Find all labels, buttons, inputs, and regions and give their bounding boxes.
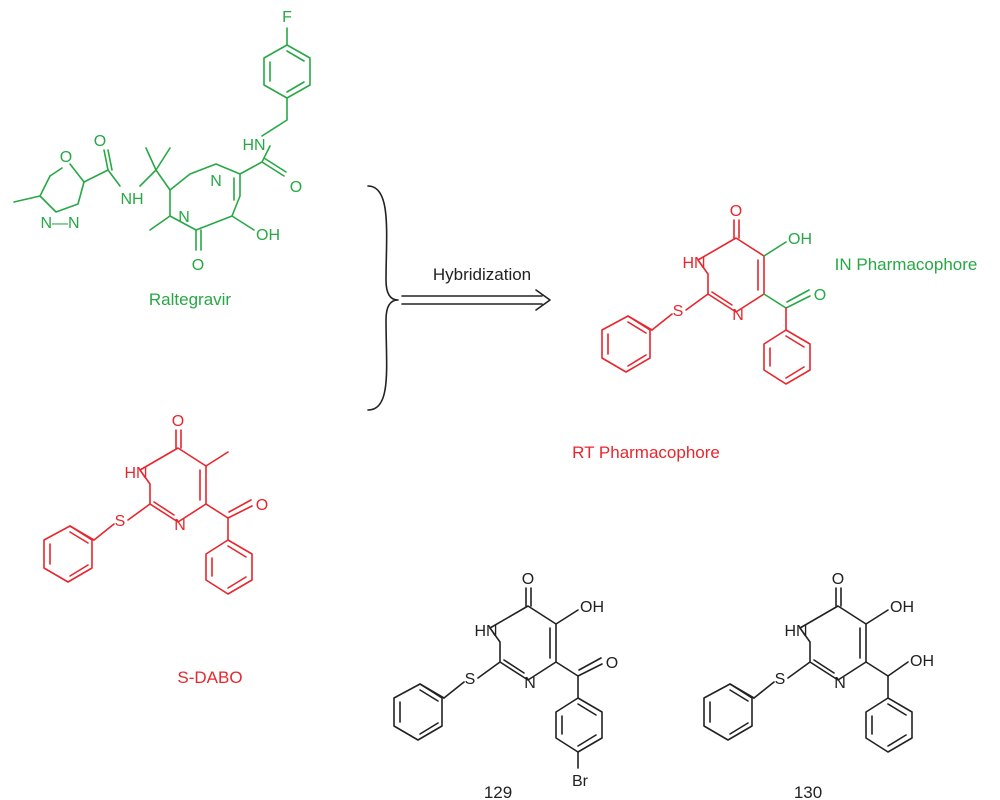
- rt-pharmacophore-label: RT Pharmacophore: [572, 443, 720, 462]
- hydroxyl-atom: OH: [256, 227, 280, 244]
- oxadiazole-o-atom: O: [60, 149, 72, 166]
- c130-carbonyl-o: O: [832, 571, 844, 588]
- hybrid-ketone-o: O: [814, 287, 826, 304]
- c129-bromine: Br: [572, 773, 589, 790]
- sdabo-ketone-o: O: [256, 497, 268, 514]
- c129-carbonyl-o: O: [522, 571, 534, 588]
- sdabo-label: S-DABO: [177, 668, 242, 687]
- amide-o-atom: O: [290, 179, 302, 196]
- hybrid-sulfur: S: [673, 303, 684, 320]
- amide-o-left-atom: O: [94, 133, 106, 150]
- n-methyl-atom: N: [178, 209, 190, 226]
- c129-sulfur: S: [465, 671, 476, 688]
- c130-ring-n: N: [834, 675, 846, 692]
- compound-129-label: 129: [484, 783, 512, 800]
- oxadiazole-n-atom: N—N: [40, 215, 79, 232]
- hybrid-hydroxyl: OH: [788, 231, 812, 248]
- c129-ketone-o: O: [606, 655, 618, 672]
- raltegravir-structure: F HN O OH N O O NH N O N—N Raltegravir: [13, 9, 311, 309]
- hybrid-ring-n: N: [732, 307, 744, 324]
- hybrid-structure: O HN OH N S O: [601, 203, 826, 385]
- c130-nh: HN: [784, 623, 807, 640]
- in-pharmacophore-label: IN Pharmacophore: [835, 255, 978, 274]
- hybridization-label: Hybridization: [433, 265, 531, 284]
- c130-sulfur: S: [775, 671, 786, 688]
- hybridization-arrow: [367, 185, 551, 411]
- raltegravir-label: Raltegravir: [149, 290, 232, 309]
- sdabo-ring-n: N: [174, 517, 186, 534]
- fluorine-atom: F: [282, 9, 292, 26]
- sdabo-structure: O HN N S O S-DABO: [43, 413, 268, 687]
- compound-130-label: 130: [794, 783, 822, 800]
- compound-130-structure: O HN OH N S OH 130: [703, 571, 934, 800]
- ring-n-atom: N: [210, 173, 222, 190]
- c129-hydroxyl: OH: [580, 599, 604, 616]
- sdabo-carbonyl-o: O: [172, 413, 184, 430]
- amide-nh-atom: HN: [242, 137, 265, 154]
- c130-carbinol-oh: OH: [910, 653, 934, 670]
- c130-hydroxyl: OH: [890, 599, 914, 616]
- c129-nh: HN: [474, 623, 497, 640]
- sdabo-nh: HN: [124, 465, 147, 482]
- ring-o-atom: O: [192, 257, 204, 274]
- c129-ring-n: N: [524, 675, 536, 692]
- compound-129-structure: O HN OH N S O Br 129: [393, 571, 618, 800]
- amide-nh-left-atom: NH: [120, 191, 143, 208]
- sdabo-sulfur: S: [115, 513, 126, 530]
- hybrid-carbonyl-o: O: [730, 203, 742, 220]
- hybrid-nh: HN: [682, 255, 705, 272]
